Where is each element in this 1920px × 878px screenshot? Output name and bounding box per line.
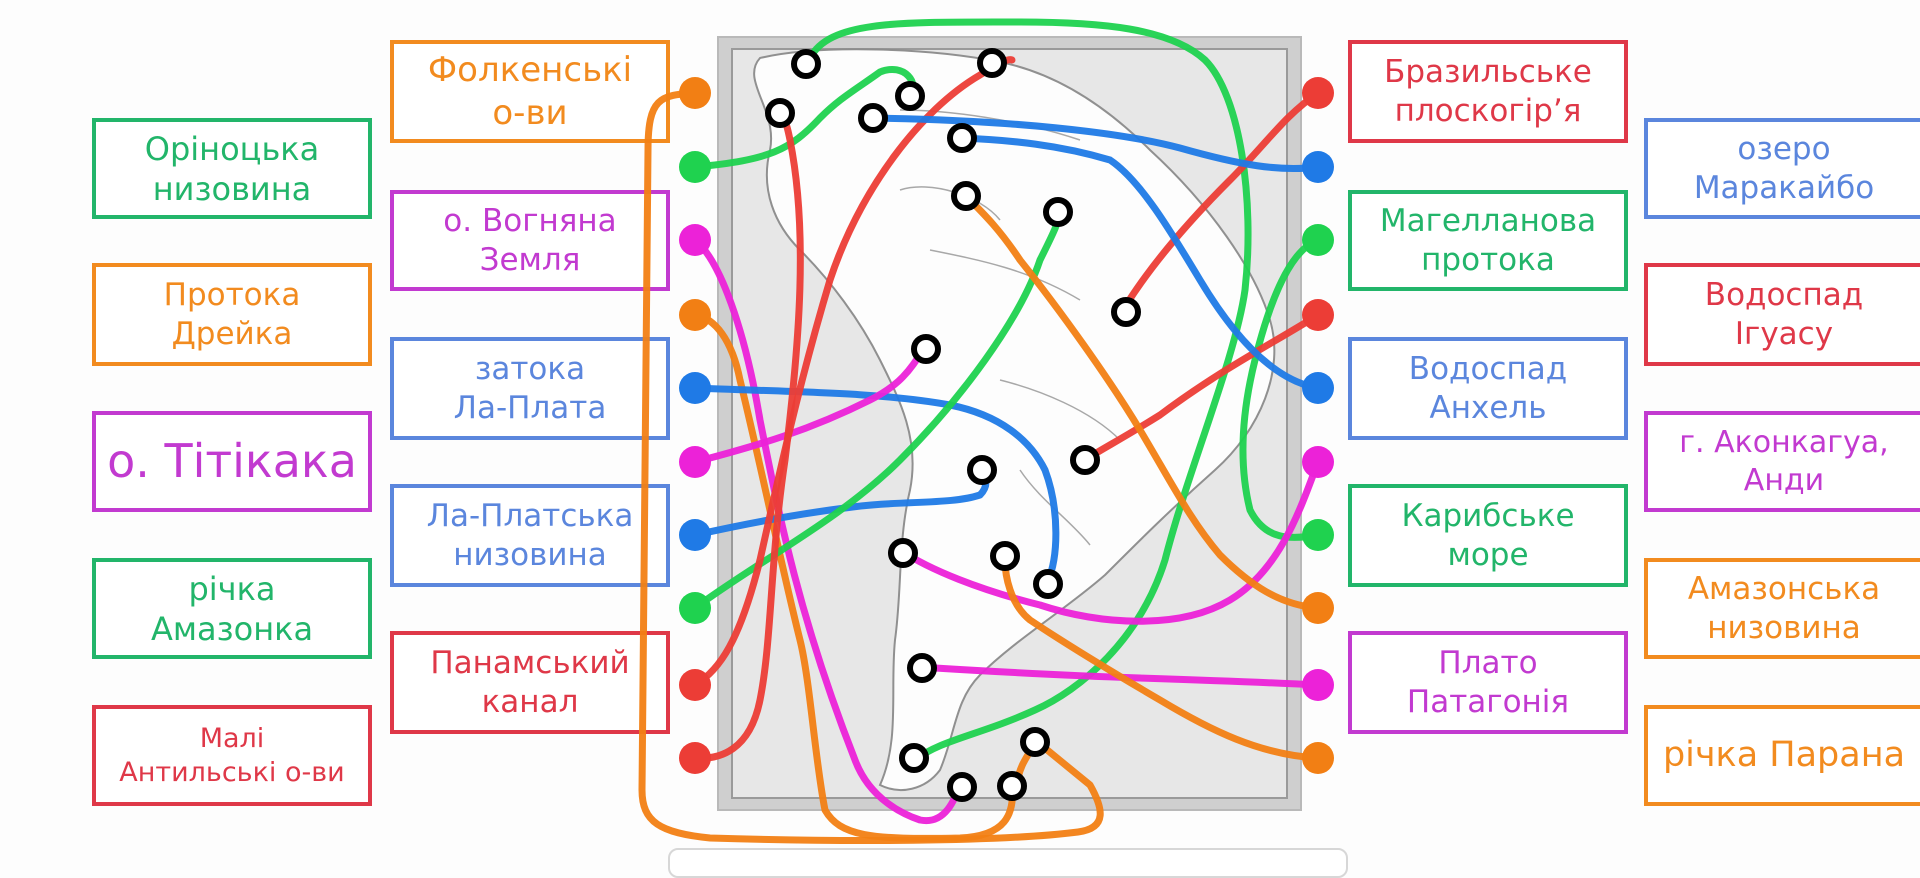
label-falkland-islands[interactable]: Фолкенські о-ви bbox=[390, 40, 670, 143]
target-1 bbox=[791, 49, 821, 79]
dot-laplata-bay bbox=[679, 372, 711, 404]
wire-drake bbox=[691, 311, 1016, 842]
dot-aconcagua bbox=[1302, 446, 1334, 478]
label-patagonia[interactable]: Плато Патагонія bbox=[1348, 631, 1628, 734]
label-la-plata-bay[interactable]: затока Ла-Плата bbox=[390, 337, 670, 440]
dot-maracaibo bbox=[1302, 151, 1334, 183]
wire-falkland bbox=[638, 89, 1104, 844]
target-9 bbox=[1111, 297, 1141, 327]
target-2 bbox=[765, 98, 795, 128]
target-8 bbox=[1043, 197, 1073, 227]
dot-angel bbox=[1302, 372, 1334, 404]
wire-iguazu bbox=[1081, 311, 1322, 464]
label-titicaca[interactable]: о. Тітікака bbox=[92, 411, 372, 512]
target-15 bbox=[1033, 569, 1063, 599]
target-17 bbox=[899, 743, 929, 773]
target-4 bbox=[977, 48, 1007, 78]
label-la-plata-lowland[interactable]: Ла-Платська низовина bbox=[390, 484, 670, 587]
wire-brazil bbox=[1124, 89, 1322, 306]
target-14 bbox=[990, 541, 1020, 571]
continent-shape bbox=[753, 48, 1276, 791]
wire-amazon-low bbox=[964, 194, 1322, 612]
wire-orinoco-2 bbox=[806, 18, 1252, 764]
dot-iguazu bbox=[1302, 299, 1334, 331]
target-18 bbox=[1020, 727, 1050, 757]
wire-antilles bbox=[691, 104, 804, 762]
label-lesser-antilles[interactable]: Малі Антильські о-ви bbox=[92, 705, 372, 806]
wire-amazon-river bbox=[691, 208, 1062, 612]
label-aconcagua[interactable]: г. Аконкагуа, Анди bbox=[1644, 411, 1920, 512]
wire-parana bbox=[1001, 556, 1322, 762]
target-19 bbox=[947, 772, 977, 802]
wire-titicaca bbox=[691, 346, 927, 466]
label-amazon-river[interactable]: річка Амазонка bbox=[92, 558, 372, 659]
dot-parana bbox=[1302, 742, 1334, 774]
dot-patagonia bbox=[1302, 669, 1334, 701]
target-6 bbox=[947, 123, 977, 153]
target-13 bbox=[888, 538, 918, 568]
dot-amazon-low bbox=[1302, 592, 1334, 624]
dot-amazon-river bbox=[679, 592, 711, 624]
wire-panama bbox=[691, 56, 1016, 689]
dot-magellan bbox=[1302, 224, 1334, 256]
target-3 bbox=[895, 81, 925, 111]
label-angel-falls[interactable]: Водоспад Анхель bbox=[1348, 337, 1628, 440]
label-panama-canal[interactable]: Панамський канал bbox=[390, 631, 670, 734]
dot-brazil bbox=[1302, 77, 1334, 109]
label-iguazu-falls[interactable]: Водоспад Ігуасу bbox=[1644, 263, 1920, 366]
dot-falkland bbox=[679, 77, 711, 109]
wire-laplata-bay bbox=[691, 384, 1060, 584]
dot-caribbean bbox=[1302, 519, 1334, 551]
label-magellan-strait[interactable]: Магелланова протока bbox=[1348, 190, 1628, 291]
target-12 bbox=[1070, 445, 1100, 475]
wire-orinoco bbox=[691, 66, 917, 171]
wire-fuego bbox=[691, 236, 966, 825]
target-20 bbox=[997, 771, 1027, 801]
target-10 bbox=[911, 334, 941, 364]
wire-angel bbox=[958, 134, 1322, 392]
dot-titicaca bbox=[679, 446, 711, 478]
dot-drake bbox=[679, 299, 711, 331]
label-drake-passage[interactable]: Протока Дрейка bbox=[92, 263, 372, 366]
dot-orinoco bbox=[679, 151, 711, 183]
label-lake-maracaibo[interactable]: озеро Маракайбо bbox=[1644, 118, 1920, 219]
label-amazon-lowland[interactable]: Амазонська низовина bbox=[1644, 558, 1920, 659]
target-7 bbox=[951, 181, 981, 211]
wire-aconcagua bbox=[896, 458, 1322, 625]
label-caribbean-sea[interactable]: Карибське море bbox=[1348, 484, 1628, 587]
wire-patagonia bbox=[931, 664, 1322, 689]
wire-magellan bbox=[1239, 236, 1322, 541]
wire-laplata-low bbox=[691, 466, 990, 539]
dot-laplata-low bbox=[679, 519, 711, 551]
label-tierra-del-fuego[interactable]: о. Вогняна Земля bbox=[390, 190, 670, 291]
wire-maracaibo bbox=[866, 114, 1322, 173]
target-11 bbox=[967, 455, 997, 485]
dot-panama bbox=[679, 669, 711, 701]
target-16 bbox=[907, 653, 937, 683]
label-parana-river[interactable]: річка Парана bbox=[1644, 705, 1920, 806]
dot-fuego bbox=[679, 224, 711, 256]
label-brazilian-highlands[interactable]: Бразильське плоскогір’я bbox=[1348, 40, 1628, 143]
dot-antilles bbox=[679, 742, 711, 774]
label-orinoco-lowland[interactable]: Оріноцька низовина bbox=[92, 118, 372, 219]
target-5 bbox=[858, 103, 888, 133]
